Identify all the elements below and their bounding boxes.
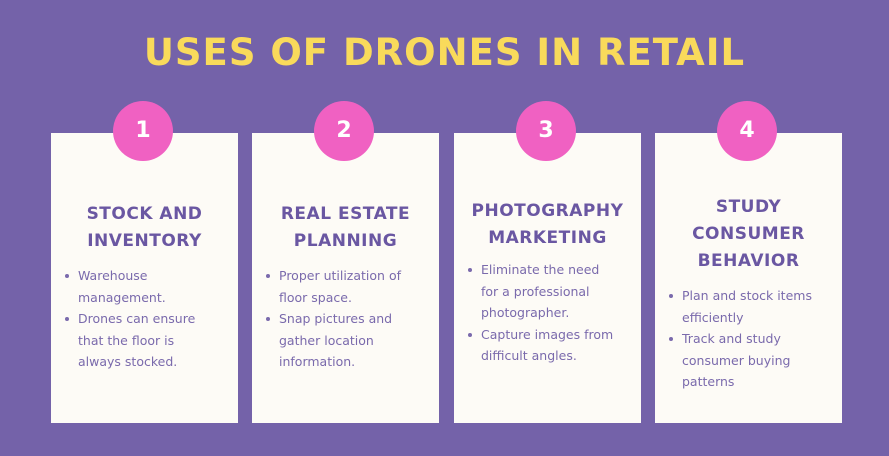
card-title: REAL ESTATE PLANNING bbox=[252, 201, 439, 255]
card-stock-and-inventory: 1 STOCK AND INVENTORY Warehouse manageme… bbox=[51, 101, 238, 423]
card-title-line: STUDY bbox=[715, 197, 782, 217]
card-title-line: BEHAVIOR bbox=[697, 251, 800, 271]
bullet-line: that the floor is bbox=[78, 332, 175, 348]
bullet-line: management. bbox=[78, 289, 166, 305]
bullet-line: gather location bbox=[279, 332, 374, 348]
card-title-line: PHOTOGRAPHY bbox=[471, 201, 624, 221]
card-title: STOCK AND INVENTORY bbox=[51, 201, 238, 255]
card-title-line: INVENTORY bbox=[87, 231, 202, 251]
step-number-badge: 2 bbox=[314, 101, 374, 161]
card-title-line: PLANNING bbox=[293, 231, 398, 251]
bullet-line: consumer buying bbox=[682, 352, 791, 368]
bullet-line: Capture images from bbox=[481, 326, 614, 342]
card-study-consumer-behavior: 4 STUDY CONSUMER BEHAVIOR Plan and stock… bbox=[655, 101, 842, 423]
step-number-badge: 3 bbox=[516, 101, 576, 161]
bullet-line: for a professional bbox=[481, 283, 590, 299]
infographic-title: USES OF DRONES IN RETAIL bbox=[143, 31, 746, 74]
step-number-badge: 4 bbox=[717, 101, 777, 161]
bullet-list: Proper utilization of floor space. Snap … bbox=[264, 265, 436, 373]
bullet-line: Drones can ensure bbox=[78, 311, 196, 326]
card-title-line: CONSUMER bbox=[692, 224, 805, 244]
card-title: PHOTOGRAPHY MARKETING bbox=[454, 198, 641, 252]
card-title-line: REAL ESTATE bbox=[280, 204, 411, 224]
bullet-line: difficult angles. bbox=[481, 348, 577, 363]
bullet-line: Proper utilization of bbox=[279, 268, 401, 283]
bullet-line: Warehouse bbox=[78, 268, 148, 283]
bullet-line: Plan and stock items bbox=[682, 288, 812, 303]
step-number-badge: 1 bbox=[113, 101, 173, 161]
bullet-list: Plan and stock items efficiently Track a… bbox=[667, 285, 839, 393]
bullet-line: Track and study bbox=[682, 331, 781, 346]
bullet-line: Eliminate the need bbox=[481, 262, 600, 277]
bullet-item: Track and study consumer buying patterns bbox=[667, 328, 839, 393]
bullet-item: Snap pictures and gather location inform… bbox=[264, 308, 436, 373]
card-title-line: MARKETING bbox=[488, 228, 607, 248]
bullet-line: efficiently bbox=[682, 309, 744, 325]
bullet-line: always stocked. bbox=[78, 354, 178, 369]
card-title-line: STOCK AND bbox=[86, 204, 203, 224]
bullet-line: information. bbox=[279, 354, 356, 369]
bullet-item: Plan and stock items efficiently bbox=[667, 285, 839, 328]
bullet-line: patterns bbox=[682, 374, 735, 389]
card-title: STUDY CONSUMER BEHAVIOR bbox=[655, 194, 842, 275]
bullet-item: Proper utilization of floor space. bbox=[264, 265, 436, 308]
bullet-list: Eliminate the need for a professional ph… bbox=[466, 259, 638, 367]
bullet-line: photographer. bbox=[481, 305, 570, 320]
bullet-item: Drones can ensure that the floor is alwa… bbox=[63, 308, 235, 373]
bullet-item: Capture images from difficult angles. bbox=[466, 324, 638, 367]
bullet-line: floor space. bbox=[279, 289, 352, 305]
bullet-list: Warehouse management. Drones can ensure … bbox=[63, 265, 235, 373]
card-photography-marketing: 3 PHOTOGRAPHY MARKETING Eliminate the ne… bbox=[454, 101, 641, 423]
card-real-estate-planning: 2 REAL ESTATE PLANNING Proper utilizatio… bbox=[252, 101, 439, 423]
bullet-item: Warehouse management. bbox=[63, 265, 235, 308]
bullet-item: Eliminate the need for a professional ph… bbox=[466, 259, 638, 324]
bullet-line: Snap pictures and bbox=[279, 311, 393, 326]
